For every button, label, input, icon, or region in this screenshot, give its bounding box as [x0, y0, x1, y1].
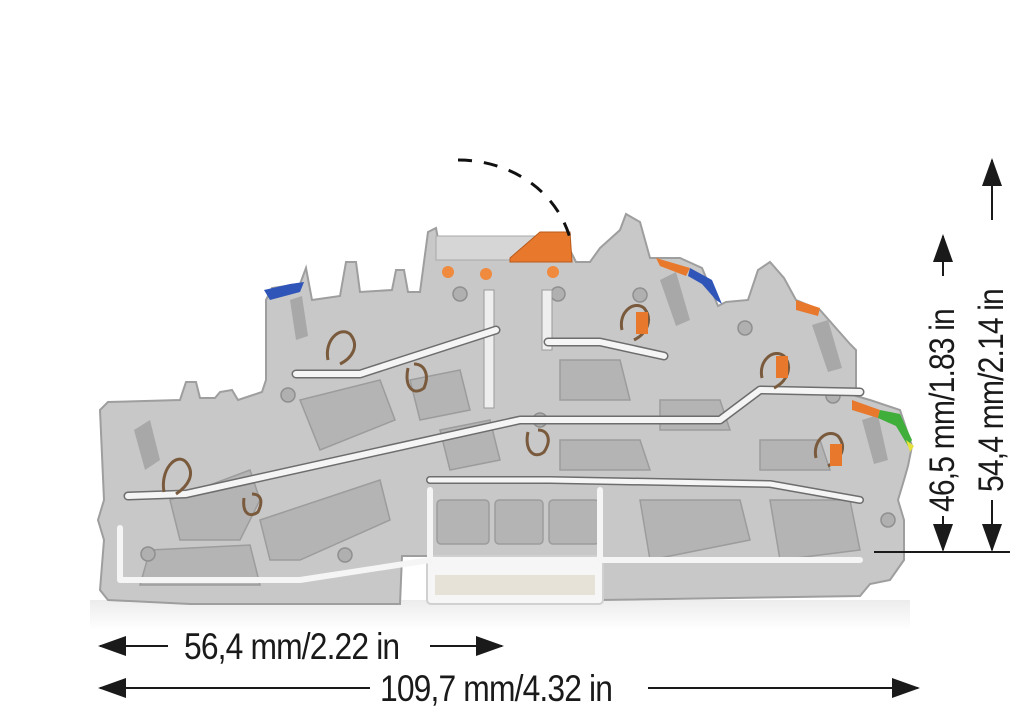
- width-total-label: 109,7 mm/4.32 in: [380, 668, 613, 709]
- din-rail-clip: [426, 555, 604, 605]
- top-actuator: [442, 231, 573, 280]
- actuator-swing-arc: [457, 158, 572, 239]
- level-markers: [264, 258, 914, 452]
- width-partial-label: 56,4 mm/2.22 in: [184, 626, 400, 667]
- height-total-label: 54,4 mm/2.14 in: [972, 289, 1011, 492]
- height-partial-label: 46,5 mm/1.83 in: [923, 309, 962, 512]
- release-tabs: [636, 312, 842, 466]
- housing: [96, 212, 914, 605]
